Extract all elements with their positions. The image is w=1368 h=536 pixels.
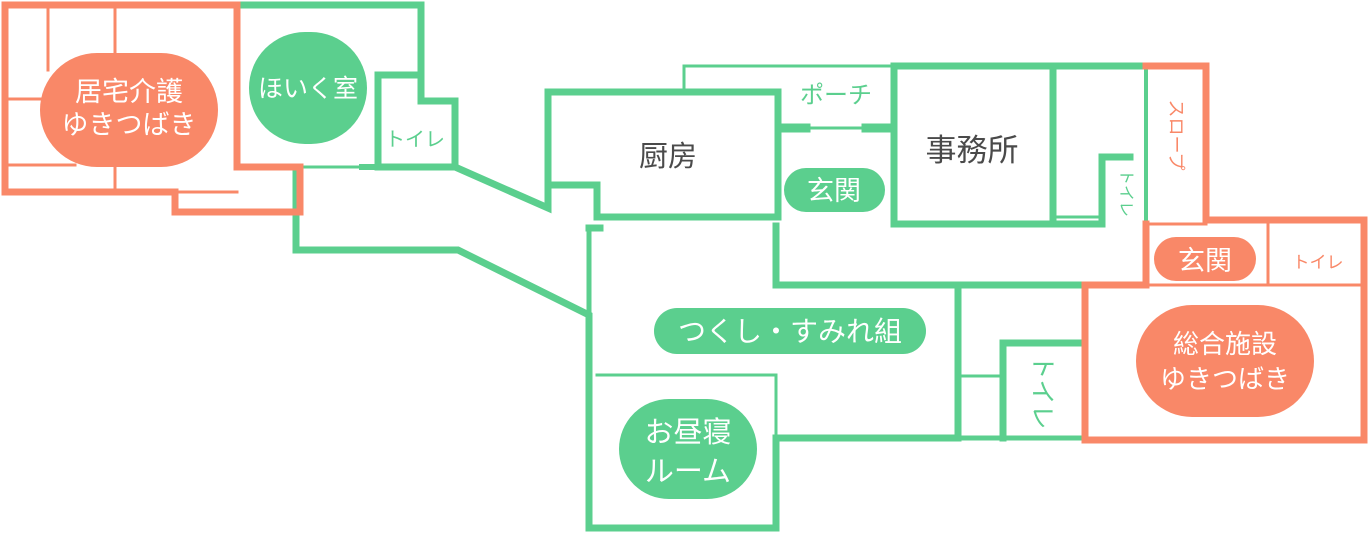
nap-line2: ルーム — [645, 454, 731, 488]
tsukushi-pill — [654, 308, 926, 354]
entrance-a-label: 玄関 — [784, 168, 885, 212]
toilet-a-text: トイレ — [385, 127, 445, 151]
entrance-b-text: 玄関 — [1178, 246, 1232, 277]
hoiku-pill — [249, 32, 367, 144]
entrance-a-text: 玄関 — [807, 176, 861, 207]
nap-room-label: お昼寝 ルーム — [619, 399, 757, 499]
tsukushi-text: つくし・すみれ組 — [678, 315, 902, 348]
sogo-line1: 総合施設 — [1173, 330, 1277, 360]
orange-walls — [1, 1, 1368, 444]
porch-text: ポーチ — [800, 81, 872, 109]
nap-line1: お昼寝 — [644, 415, 731, 449]
kyotaku-label: 居宅介護 ゆきつばき — [40, 53, 218, 167]
hoiku-label: ほいく室 — [249, 32, 367, 144]
toilet-b-text: トイレ — [1117, 169, 1136, 217]
sogo-label: 総合施設 ゆきつばき — [1136, 305, 1314, 417]
entrance-a-pill — [784, 168, 885, 212]
kyotaku-pill — [40, 53, 218, 167]
office-text: 事務所 — [926, 133, 1019, 169]
nap-room-pill — [619, 399, 757, 499]
tsukushi-label: つくし・すみれ組 — [654, 308, 926, 354]
slope-text: スロープ — [1165, 100, 1186, 171]
toilet-d-text: トイレ — [1028, 354, 1057, 429]
kitchen-text: 厨房 — [639, 139, 697, 173]
kyotaku-line2: ゆきつばき — [62, 110, 197, 141]
sogo-line2: ゆきつばき — [1160, 365, 1290, 395]
green-walls — [236, 1, 1150, 532]
hoiku-text: ほいく室 — [258, 74, 358, 103]
toilet-c-text: トイレ — [1293, 253, 1344, 273]
entrance-b-label: 玄関 — [1154, 237, 1256, 281]
kyotaku-line1: 居宅介護 — [75, 77, 183, 108]
sogo-pill — [1136, 305, 1314, 417]
entrance-b-pill — [1154, 237, 1256, 281]
